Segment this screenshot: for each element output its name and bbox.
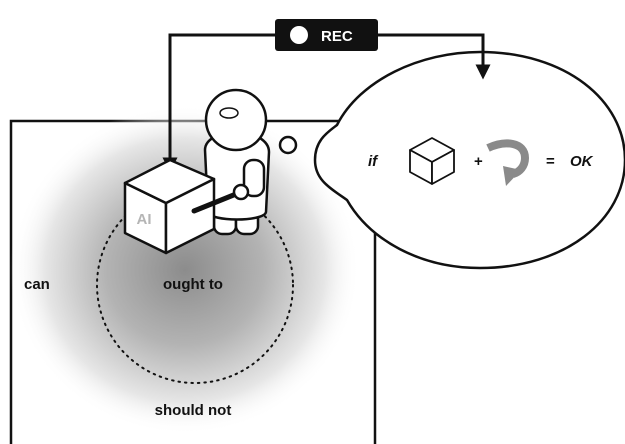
plus-label: +	[474, 153, 483, 170]
thought-trail-circle	[278, 135, 298, 155]
hand-grip	[232, 183, 250, 201]
rec-badge: REC	[275, 19, 378, 51]
ought-to-label: ought to	[163, 276, 223, 293]
rec-wire-to-cube	[162, 33, 278, 173]
rec-wire-to-bubble	[378, 33, 491, 80]
should-not-label: should not	[155, 402, 232, 419]
cube-handle	[191, 189, 244, 214]
if-label: if	[368, 153, 379, 170]
shadow-gradient	[10, 105, 360, 435]
rec-text: REC	[321, 28, 353, 45]
rotate-arrow-icon	[486, 139, 530, 186]
thought-bubble	[313, 50, 625, 270]
ai-cube-label: AI	[137, 211, 152, 228]
record-dot-icon	[290, 26, 308, 44]
equals-label: =	[546, 153, 555, 170]
cube-icon	[409, 137, 455, 185]
ok-label: OK	[570, 153, 594, 170]
ai-cube: AI	[123, 158, 216, 255]
can-label: can	[24, 276, 50, 293]
